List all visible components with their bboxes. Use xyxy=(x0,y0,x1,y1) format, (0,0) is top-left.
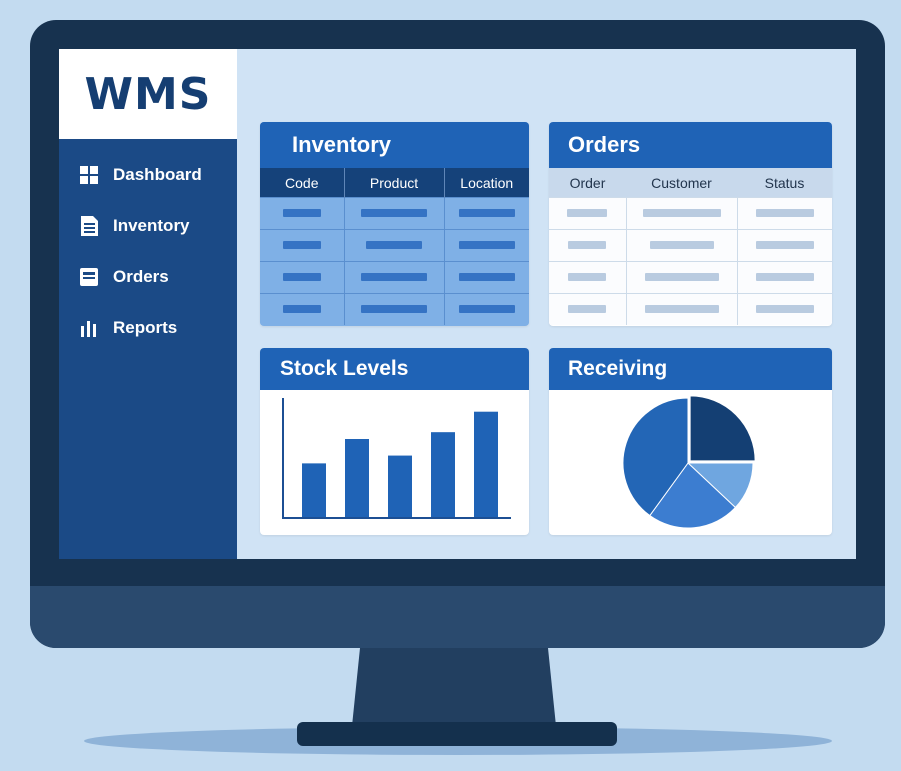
table-cell xyxy=(737,229,832,262)
column-header-code[interactable]: Code xyxy=(260,168,345,198)
stock-levels-card-header: Stock Levels xyxy=(260,348,529,390)
table-cell xyxy=(549,293,627,325)
table-row[interactable] xyxy=(260,293,529,325)
monitor-stand-neck xyxy=(352,648,556,726)
sidebar-item-label: Inventory xyxy=(113,215,190,235)
app-screen: WMS Dashboard Inventory Orders xyxy=(59,49,856,559)
table-cell xyxy=(737,261,832,294)
monitor-stand-base xyxy=(297,722,617,746)
pie-slice xyxy=(649,462,737,529)
table-row[interactable] xyxy=(260,197,529,230)
table-cell xyxy=(737,293,832,325)
orders-table: Order Customer Status xyxy=(549,168,832,325)
sidebar-item-label: Dashboard xyxy=(113,164,202,184)
inventory-card: Inventory Code Product Location xyxy=(260,122,529,326)
sidebar-item-dashboard[interactable]: Dashboard xyxy=(59,149,237,200)
inventory-card-header: Inventory xyxy=(260,122,529,168)
receiving-card-header: Receiving xyxy=(549,348,832,390)
receiving-chart xyxy=(622,395,756,529)
inventory-title: Inventory xyxy=(292,132,392,157)
sidebar-item-label: Reports xyxy=(113,317,178,337)
pie-slice xyxy=(622,397,689,517)
stock-levels-card: Stock Levels xyxy=(260,348,529,535)
column-header-order[interactable]: Order xyxy=(549,168,626,198)
table-cell xyxy=(444,293,529,325)
bar-chart-icon xyxy=(79,318,99,338)
bar xyxy=(388,455,412,517)
table-cell xyxy=(626,229,738,262)
bar xyxy=(431,432,455,517)
sidebar-item-label: Orders xyxy=(113,266,169,286)
logo-text: WMS xyxy=(84,68,212,120)
table-cell xyxy=(549,261,627,294)
table-cell xyxy=(444,261,529,294)
table-cell xyxy=(344,261,445,294)
document-icon xyxy=(79,215,99,236)
column-header-customer[interactable]: Customer xyxy=(626,168,737,198)
table-row[interactable] xyxy=(549,229,832,262)
sidebar-item-orders[interactable]: Orders xyxy=(59,251,237,302)
table-cell xyxy=(444,197,529,230)
table-cell xyxy=(626,261,738,294)
orders-card: Orders Order Customer Status xyxy=(549,122,832,326)
grid-icon xyxy=(79,165,99,185)
table-row[interactable] xyxy=(549,197,832,230)
bar xyxy=(345,439,369,517)
sidebar-item-inventory[interactable]: Inventory xyxy=(59,200,237,251)
stock-levels-chart xyxy=(282,398,511,519)
bar xyxy=(474,411,498,517)
table-row[interactable] xyxy=(260,261,529,294)
monitor-chin xyxy=(30,586,885,648)
logo: WMS xyxy=(59,49,237,139)
orders-card-header: Orders xyxy=(549,122,832,168)
pie-slice xyxy=(689,395,756,462)
bar xyxy=(302,463,326,517)
table-cell xyxy=(260,261,345,294)
table-header-row: Code Product Location xyxy=(260,168,529,198)
column-header-product[interactable]: Product xyxy=(344,168,445,198)
receiving-title: Receiving xyxy=(568,357,668,380)
sidebar: WMS Dashboard Inventory Orders xyxy=(59,49,237,559)
inbox-icon xyxy=(79,267,99,287)
table-cell xyxy=(260,197,345,230)
table-cell xyxy=(260,229,345,262)
table-cell xyxy=(626,293,738,325)
table-cell xyxy=(344,197,445,230)
table-row[interactable] xyxy=(549,261,832,294)
table-cell xyxy=(737,197,832,230)
sidebar-item-reports[interactable]: Reports xyxy=(59,302,237,353)
table-row[interactable] xyxy=(260,229,529,262)
column-header-location[interactable]: Location xyxy=(444,168,529,198)
table-cell xyxy=(549,197,627,230)
receiving-card: Receiving xyxy=(549,348,832,535)
table-cell xyxy=(444,229,529,262)
table-cell xyxy=(626,197,738,230)
table-cell xyxy=(260,293,345,325)
column-header-status[interactable]: Status xyxy=(737,168,832,198)
sidebar-nav: Dashboard Inventory Orders Reports xyxy=(59,149,237,353)
table-cell xyxy=(549,229,627,262)
table-cell xyxy=(344,229,445,262)
table-row[interactable] xyxy=(549,293,832,325)
table-cell xyxy=(344,293,445,325)
orders-title: Orders xyxy=(568,132,641,157)
inventory-table: Code Product Location xyxy=(260,168,529,325)
table-header-row: Order Customer Status xyxy=(549,168,832,198)
stock-levels-title: Stock Levels xyxy=(280,357,409,380)
